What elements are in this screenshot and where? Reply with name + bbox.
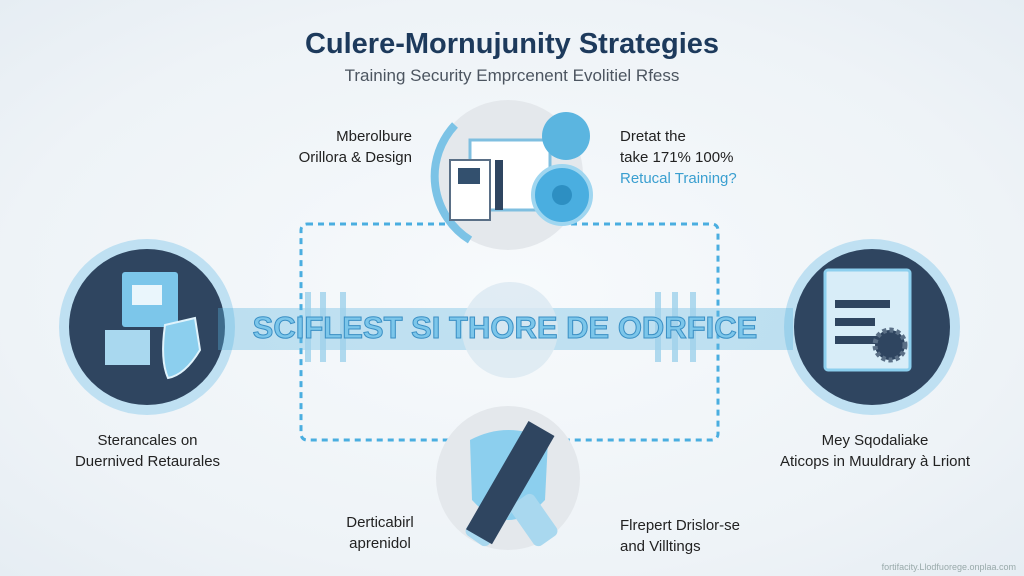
label-line: Dretat the — [620, 128, 686, 145]
label-line: Retucal Training? — [620, 170, 737, 187]
label-line: Orillora & Design — [298, 149, 412, 166]
watermark: fortifacity.Llodfuorege.onplaa.com — [881, 562, 1016, 572]
document-icon — [430, 100, 593, 250]
label-line: take 171% 100% — [620, 149, 734, 166]
label-left: Sterancales on Duernived Retaurales — [40, 430, 255, 472]
label-line: aprenidol — [349, 535, 411, 552]
label-line: Duernived Retaurales — [74, 453, 221, 470]
ribbon-shield-icon — [436, 406, 580, 550]
label-line: Mberolbure — [336, 128, 412, 145]
label-line: Mey Sqodaliake — [821, 432, 929, 449]
label-top-right: Dretat the take 171% 100% Retucal Traini… — [620, 126, 737, 189]
label-line: Flrepert Drislor-se — [620, 517, 741, 534]
label-line: Aticops in Muuldrary à Lriont — [779, 453, 971, 470]
right-server-gear-icon — [784, 239, 960, 415]
left-shield-icon — [59, 239, 235, 415]
page-title: Culere-Mornujunity Strategies — [304, 28, 720, 60]
label-top-left: Mberolbure Orillora & Design — [299, 126, 412, 168]
label-line: and Villtings — [620, 538, 701, 555]
label-bottom-right: Flrepert Drislor-se and Villtings — [620, 515, 740, 557]
label-right: Mey Sqodaliake Aticops in Muuldrary à Lr… — [745, 430, 1005, 472]
center-banner-text: SCIFLEST SI THORE DE ODRFICE — [252, 310, 758, 346]
center-circle — [462, 282, 558, 378]
label-line: Sterancales on — [97, 432, 198, 449]
label-bottom-left: Derticabirl aprenidol — [320, 512, 440, 554]
page-subtitle: Training Security Emprcenent Evolitiel R… — [344, 66, 680, 85]
label-line: Derticabirl — [346, 514, 414, 531]
